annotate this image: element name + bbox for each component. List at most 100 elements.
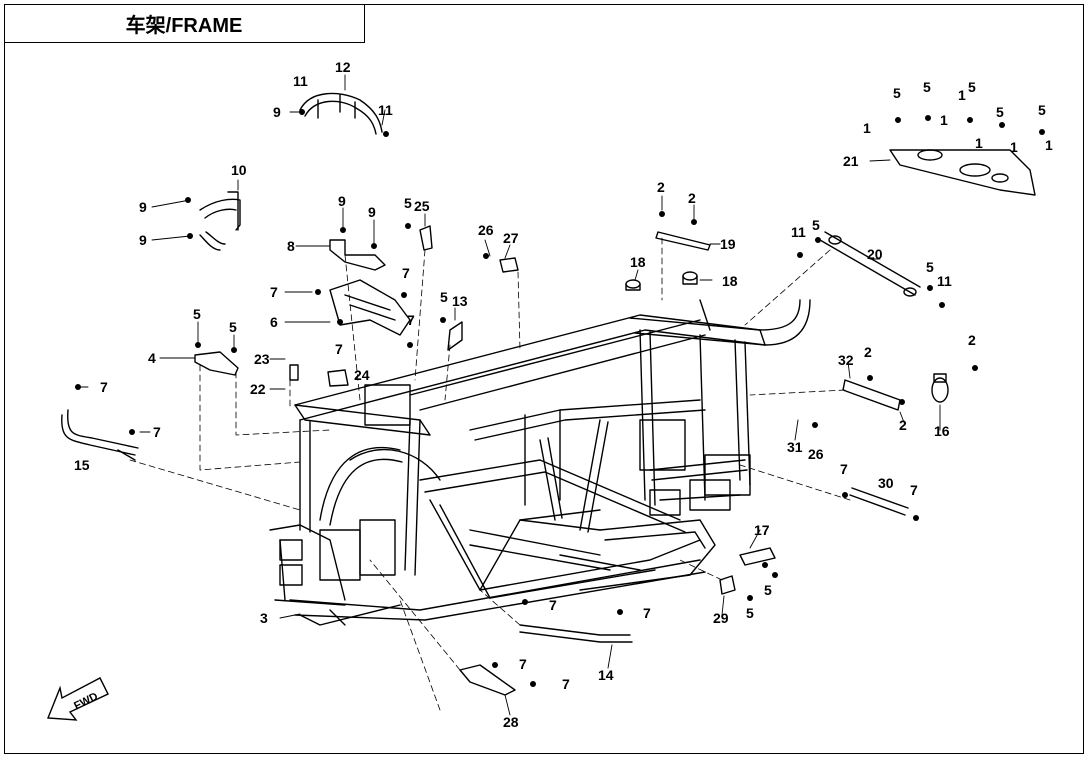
callout-21: 21 bbox=[843, 153, 859, 169]
callout-14: 14 bbox=[598, 667, 614, 683]
drawing-border bbox=[4, 4, 1084, 754]
part-14-tube bbox=[519, 624, 633, 643]
callout-9: 9 bbox=[273, 104, 281, 120]
callout-11: 11 bbox=[378, 102, 393, 118]
callout-1: 1 bbox=[958, 87, 966, 103]
callout-7: 7 bbox=[270, 284, 278, 300]
callout-1: 1 bbox=[975, 135, 983, 151]
callout-19: 19 bbox=[720, 236, 736, 252]
callout-17: 17 bbox=[754, 522, 770, 538]
leader-lines bbox=[79, 74, 941, 716]
callout-5: 5 bbox=[746, 605, 754, 621]
callout-7: 7 bbox=[153, 424, 161, 440]
callout-26: 26 bbox=[808, 446, 824, 462]
fasteners bbox=[75, 109, 1045, 687]
part-29-bracket bbox=[719, 575, 736, 595]
callout-20: 20 bbox=[867, 246, 883, 262]
callout-18: 18 bbox=[722, 273, 738, 289]
callout-5: 5 bbox=[893, 85, 901, 101]
callout-11: 11 bbox=[791, 224, 806, 240]
part-20-tube bbox=[819, 231, 921, 297]
callout-9: 9 bbox=[139, 199, 147, 215]
callout-7: 7 bbox=[519, 656, 527, 672]
callout-3: 3 bbox=[260, 610, 268, 626]
part-4-plate bbox=[194, 351, 239, 376]
callout-1: 1 bbox=[940, 112, 948, 128]
callout-11: 11 bbox=[937, 273, 952, 289]
callout-5: 5 bbox=[923, 79, 931, 95]
callout-2: 2 bbox=[899, 417, 907, 433]
callout-12: 12 bbox=[335, 59, 351, 75]
part-19-strap bbox=[655, 231, 711, 251]
callout-2: 2 bbox=[864, 344, 872, 360]
callout-16: 16 bbox=[934, 423, 950, 439]
page-title: 车架/FRAME bbox=[125, 14, 243, 37]
callout-9: 9 bbox=[338, 193, 346, 209]
callout-9: 9 bbox=[368, 204, 376, 220]
part-12-bracket bbox=[299, 92, 383, 135]
callout-15: 15 bbox=[74, 457, 90, 473]
callout-18: 18 bbox=[630, 254, 646, 270]
callout-1: 1 bbox=[863, 120, 871, 136]
callout-11: 11 bbox=[293, 73, 308, 89]
part-15-tube bbox=[61, 409, 139, 461]
callout-5: 5 bbox=[812, 217, 820, 233]
callout-10: 10 bbox=[231, 162, 247, 178]
callout-9: 9 bbox=[139, 232, 147, 248]
relation-lines bbox=[129, 237, 851, 711]
callout-7: 7 bbox=[100, 379, 108, 395]
callout-5: 5 bbox=[764, 582, 772, 598]
callout-2: 2 bbox=[968, 332, 976, 348]
part-17-bracket bbox=[739, 547, 776, 566]
part-30-bar bbox=[849, 487, 909, 516]
part-22-23-24 bbox=[289, 364, 349, 387]
callout-5: 5 bbox=[996, 104, 1004, 120]
callout-25: 25 bbox=[414, 198, 430, 214]
callout-2: 2 bbox=[657, 179, 665, 195]
callout-5: 5 bbox=[926, 259, 934, 275]
callout-32: 32 bbox=[838, 352, 854, 368]
part-13-bracket bbox=[447, 321, 463, 351]
callout-23: 23 bbox=[254, 351, 270, 367]
callout-26: 26 bbox=[478, 222, 494, 238]
callout-5: 5 bbox=[404, 195, 412, 211]
fwd-arrow: FWD bbox=[46, 677, 109, 721]
main-frame bbox=[269, 299, 811, 626]
callout-5: 5 bbox=[193, 306, 201, 322]
callout-5: 5 bbox=[1038, 102, 1046, 118]
callout-1: 1 bbox=[1045, 137, 1053, 153]
part-25-bracket bbox=[419, 225, 433, 251]
callout-7: 7 bbox=[407, 312, 415, 328]
title-box: 车架/FRAME bbox=[4, 4, 365, 43]
part-32-bar bbox=[842, 379, 901, 411]
part-6-bracket bbox=[329, 279, 411, 336]
callout-28: 28 bbox=[503, 714, 519, 730]
callout-22: 22 bbox=[250, 381, 266, 397]
callout-7: 7 bbox=[840, 461, 848, 477]
part-18-bumpers bbox=[625, 271, 698, 291]
part-27-bracket bbox=[499, 257, 519, 273]
callout-1: 1 bbox=[1010, 139, 1018, 155]
callout-labels: 1 1 1 1 1 1 2 2 2 2 2 3 4 5 5 5 5 5 5 5 … bbox=[74, 59, 1053, 730]
callout-2: 2 bbox=[688, 190, 696, 206]
callout-5: 5 bbox=[229, 319, 237, 335]
callout-7: 7 bbox=[562, 676, 570, 692]
part-8-bracket bbox=[329, 239, 386, 271]
part-21-plate bbox=[889, 149, 1036, 196]
part-10-bracket bbox=[199, 191, 241, 251]
callout-7: 7 bbox=[402, 265, 410, 281]
callout-27: 27 bbox=[503, 230, 519, 246]
callout-5: 5 bbox=[440, 289, 448, 305]
callout-8: 8 bbox=[287, 238, 295, 254]
callout-24: 24 bbox=[354, 367, 370, 383]
callout-7: 7 bbox=[549, 597, 557, 613]
callout-30: 30 bbox=[878, 475, 894, 491]
callout-7: 7 bbox=[910, 482, 918, 498]
part-28-bracket bbox=[459, 664, 516, 696]
callout-6: 6 bbox=[270, 314, 278, 330]
callout-5: 5 bbox=[968, 79, 976, 95]
callout-31: 31 bbox=[787, 439, 803, 455]
part-16-ring bbox=[931, 373, 949, 403]
